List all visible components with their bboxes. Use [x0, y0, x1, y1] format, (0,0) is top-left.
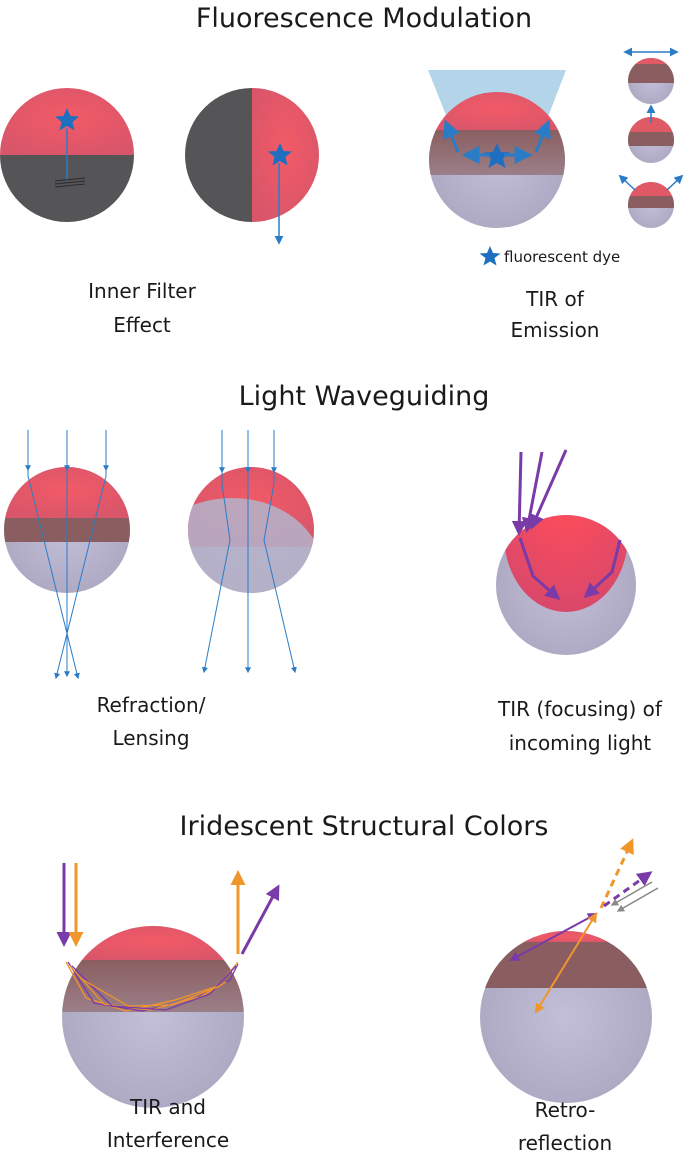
dye-star-icon — [268, 143, 292, 166]
interference-paths — [65, 961, 239, 1012]
dye-star-icon — [483, 143, 511, 168]
tir-emission-label-line2: Emission — [511, 318, 600, 342]
retro-orange-path — [534, 912, 598, 1014]
dye-star-icon — [55, 108, 79, 131]
inner-filter-sphere-horizontal — [0, 88, 134, 222]
legend-label: fluorescent dye — [504, 248, 620, 266]
tir-focusing-label-line1: TIR (focusing) of — [497, 697, 663, 721]
legend: fluorescent dye — [479, 246, 620, 266]
tir-emission-small-sphere-3 — [618, 174, 684, 228]
retro-label-line2: reflection — [518, 1131, 612, 1155]
incoming-light-arrows — [511, 449, 622, 600]
lensing-sphere-focusing — [4, 430, 130, 680]
tir-emission-sphere — [428, 70, 566, 228]
tir-focusing-label-line2: incoming light — [509, 731, 652, 755]
section-title-fluorescence: Fluorescence Modulation — [196, 3, 532, 34]
refracted-rays-converging — [25, 430, 109, 680]
refraction-label-line1: Refraction/ — [97, 693, 206, 717]
refracted-rays-diverging — [201, 430, 297, 674]
tir-interference-sphere — [56, 863, 280, 1108]
tir-emission-small-sphere-1 — [623, 47, 679, 104]
tir-emission-label-line1: TIR of — [525, 287, 585, 311]
section-title-iridescent: Iridescent Structural Colors — [180, 811, 549, 842]
tir-interference-label-line1: TIR and — [129, 1095, 206, 1119]
retro-gray-incoming-2 — [616, 887, 659, 912]
absorption-hatch — [54, 177, 86, 188]
retro-label-line1: Retro- — [535, 1098, 596, 1122]
inner-filter-label-line1: Inner Filter — [88, 279, 196, 303]
legend-star-icon — [479, 246, 501, 266]
inner-filter-sphere-vertical — [185, 88, 319, 245]
tir-interference-label-line2: Interference — [107, 1128, 229, 1152]
inner-filter-label-line2: Effect — [113, 313, 171, 337]
section-title-waveguiding: Light Waveguiding — [239, 381, 490, 412]
refraction-label-line2: Lensing — [112, 726, 189, 750]
tir-emission-arrows — [443, 119, 551, 164]
tir-emission-small-sphere-2 — [628, 104, 674, 163]
retro-reflection-sphere — [480, 838, 659, 1103]
retro-gray-incoming-1 — [610, 881, 653, 906]
tir-focusing-sphere — [496, 449, 636, 655]
retro-orange-dashed-out — [599, 838, 634, 909]
retro-purple-dashed-out — [603, 871, 653, 908]
lensing-sphere-diverging — [188, 430, 314, 674]
reflected-purple-arrow — [240, 884, 280, 955]
